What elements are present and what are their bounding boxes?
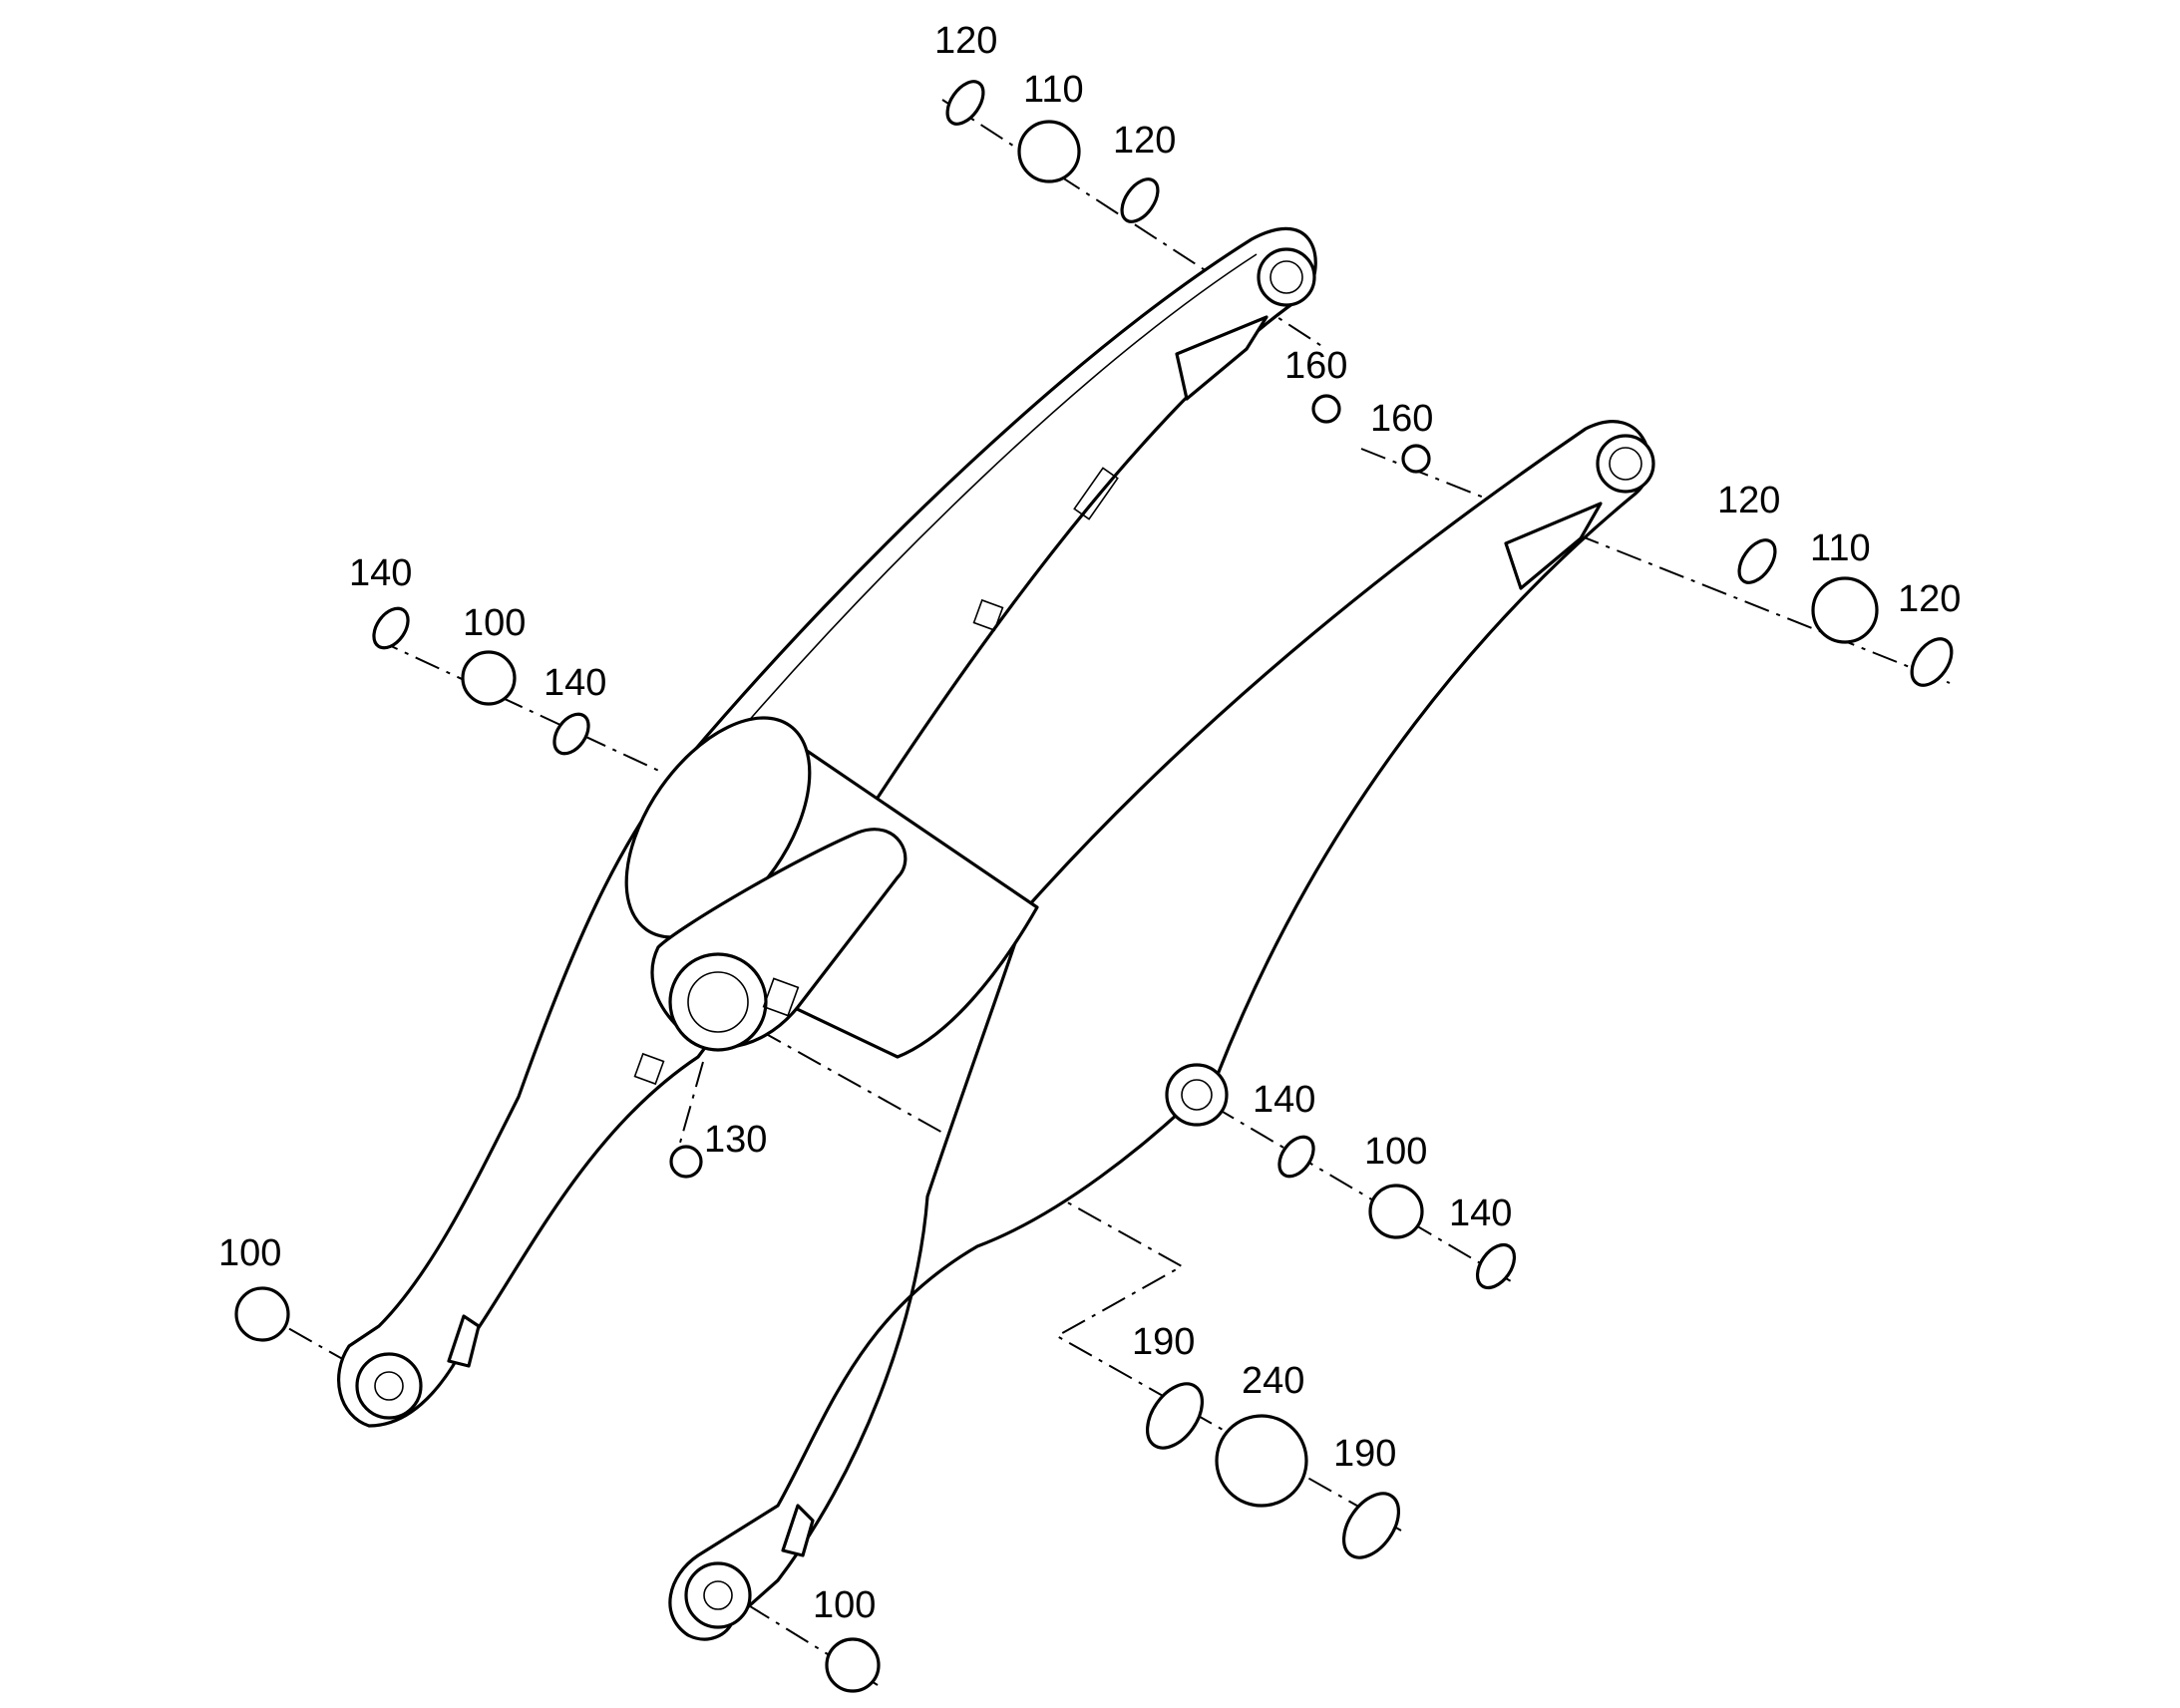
label-100-right: 100 bbox=[1364, 1131, 1427, 1173]
label-120-right-b: 120 bbox=[1898, 578, 1961, 620]
bushing-100-b bbox=[1368, 1184, 1424, 1239]
label-100-bottom: 100 bbox=[813, 1584, 876, 1626]
bushing-100-a bbox=[461, 650, 517, 706]
ring-190-a bbox=[1145, 1382, 1205, 1450]
snap-ring-120-c bbox=[1737, 538, 1777, 584]
boom-arm-upper bbox=[686, 226, 1317, 840]
label-160-a: 160 bbox=[1284, 345, 1347, 387]
label-120-right-a: 120 bbox=[1717, 480, 1780, 521]
label-120-top-left: 120 bbox=[934, 20, 997, 62]
bushing-110-a bbox=[1017, 120, 1081, 183]
label-110-top: 110 bbox=[1023, 69, 1084, 111]
bushing-100-c bbox=[234, 1286, 290, 1342]
bushings-and-rings bbox=[234, 80, 1954, 1693]
bushing-240 bbox=[1215, 1414, 1308, 1508]
ring-120-d bbox=[1910, 637, 1954, 687]
label-190-b: 190 bbox=[1333, 1433, 1396, 1475]
label-190-a: 190 bbox=[1132, 1321, 1195, 1363]
label-120-top-right: 120 bbox=[1113, 120, 1176, 162]
bushing-110-b bbox=[1811, 576, 1879, 644]
label-140-right-a: 140 bbox=[1253, 1079, 1315, 1121]
label-130: 130 bbox=[704, 1119, 767, 1161]
ring-190-b bbox=[1341, 1492, 1401, 1559]
bushing-100-d bbox=[825, 1637, 881, 1693]
label-100-bottom-left: 100 bbox=[218, 1232, 281, 1274]
snap-ring-140-b bbox=[552, 712, 590, 756]
label-100-left: 100 bbox=[463, 602, 526, 644]
ring-140-d bbox=[1475, 1242, 1517, 1290]
label-140-right-b: 140 bbox=[1449, 1193, 1512, 1234]
snap-ring-140-a bbox=[372, 606, 410, 650]
part-labels: 120 110 120 160 160 120 110 120 140 100 … bbox=[218, 20, 1961, 1626]
label-160-b: 160 bbox=[1370, 398, 1433, 440]
cross-tube bbox=[624, 598, 1039, 1059]
label-110-right: 110 bbox=[1810, 527, 1871, 569]
snap-ring-140-c bbox=[1277, 1135, 1315, 1179]
snap-ring-120-b bbox=[1120, 177, 1160, 223]
grease-fitting-160-b bbox=[1401, 444, 1431, 474]
boom-arm-right bbox=[668, 420, 1655, 1641]
label-240: 240 bbox=[1242, 1360, 1304, 1402]
label-140-left-a: 140 bbox=[349, 552, 412, 594]
snap-ring-120-a bbox=[945, 80, 985, 126]
label-140-left-b: 140 bbox=[544, 662, 606, 704]
grease-fitting-160-a bbox=[1311, 394, 1341, 424]
grease-fitting-130 bbox=[669, 1145, 703, 1179]
